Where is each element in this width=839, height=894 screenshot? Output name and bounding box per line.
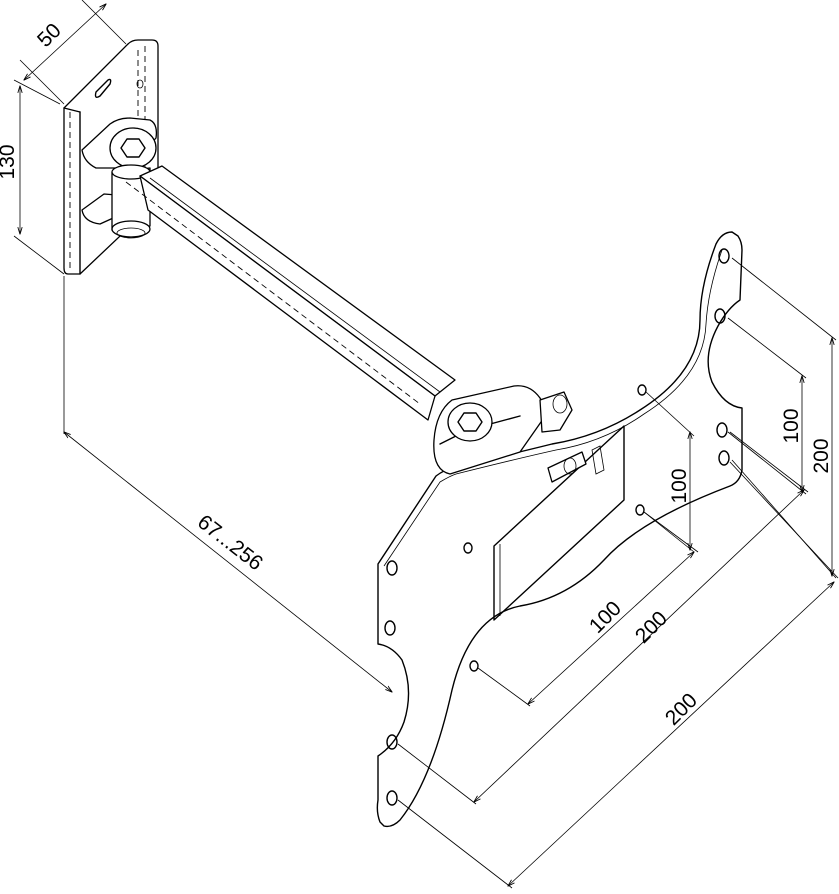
label-outer-vertical-inner: 100 [780,408,803,443]
extension-arm [125,165,456,421]
label-outer-horizontal-inner: 200 [631,607,672,648]
dimension-outer-vertical: 200 [731,257,837,579]
label-bracket-depth: 50 [33,19,66,52]
label-inner-vertical: 100 [668,468,691,503]
label-outer-horizontal: 200 [661,689,702,730]
wall-bracket [63,39,159,275]
tilt-head [433,385,605,483]
label-inner-horizontal: 100 [585,597,626,638]
label-outer-vertical: 200 [810,438,833,473]
dimension-bracket-height: 130 [0,79,65,275]
dimension-outer-vertical-inner: 100 [727,317,807,495]
label-bracket-height: 130 [0,144,19,179]
vesa-plate [376,231,743,828]
